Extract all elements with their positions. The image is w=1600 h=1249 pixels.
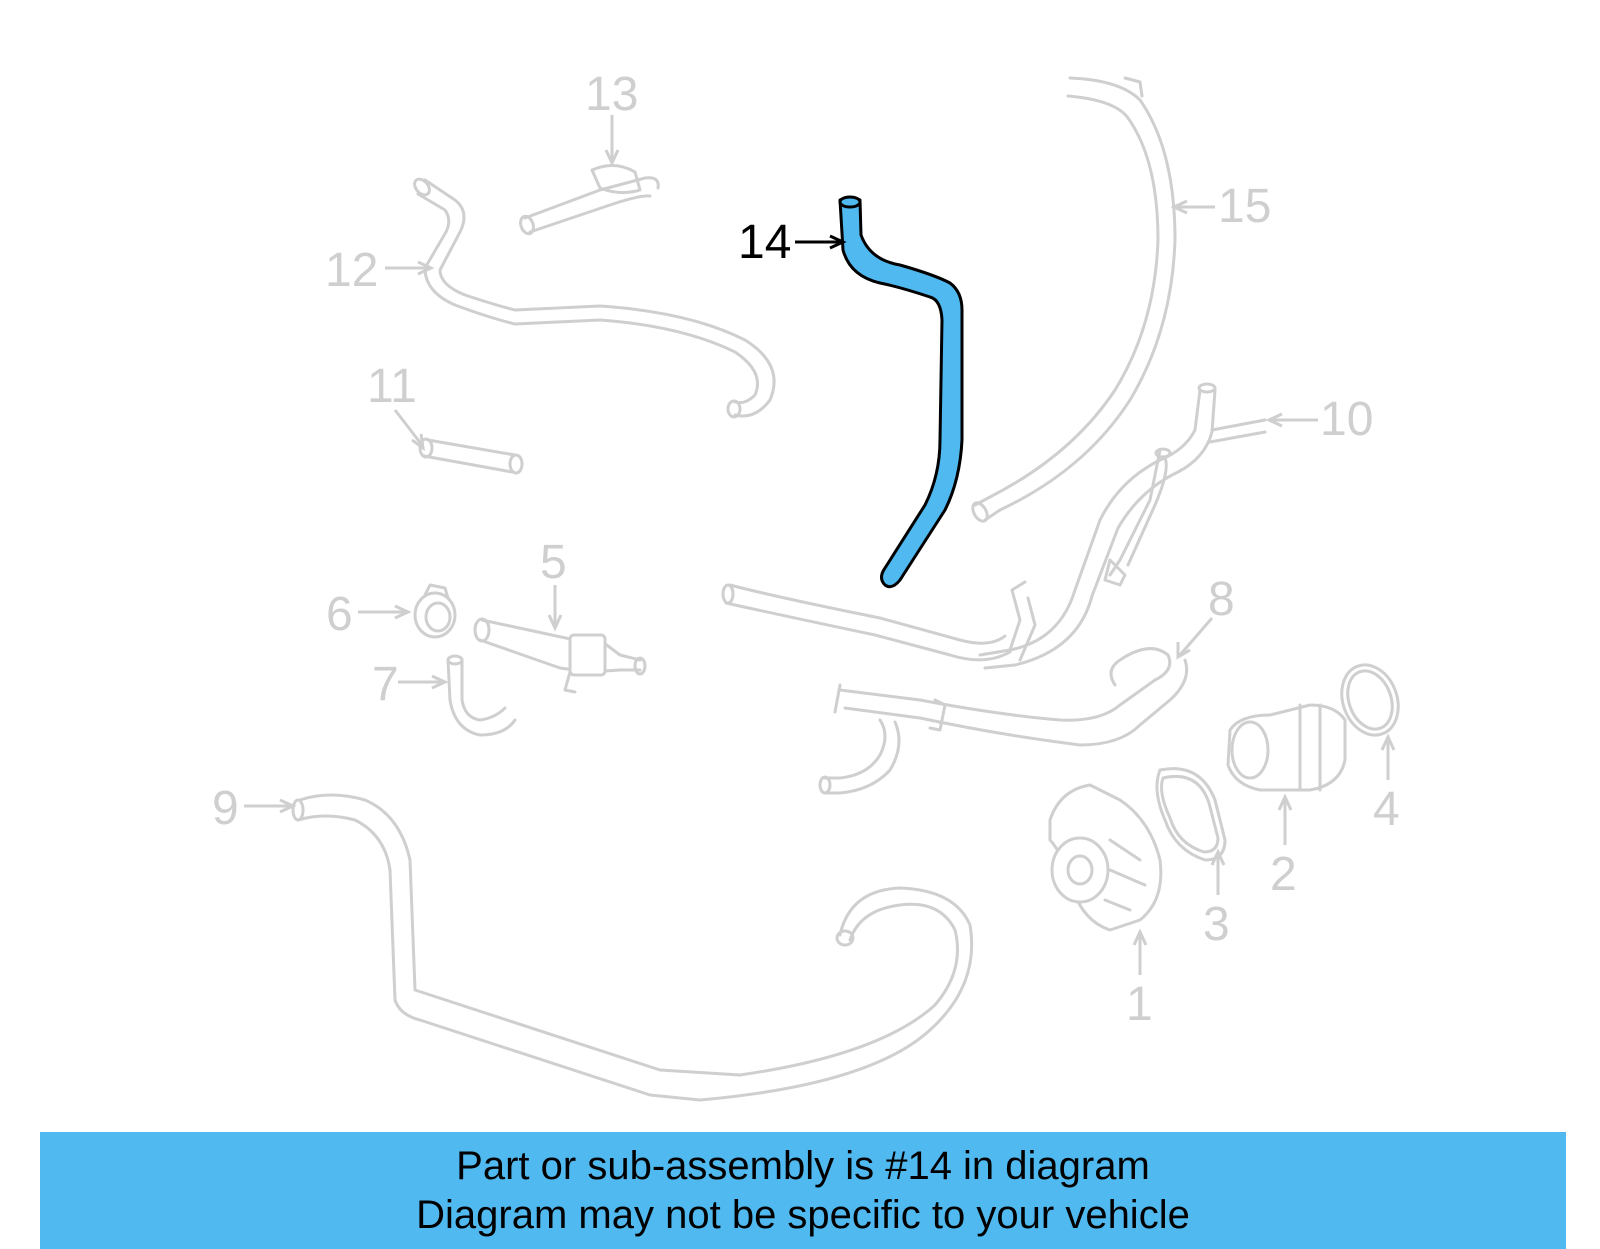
callout-14: 14: [738, 216, 847, 269]
part-13-hose[interactable]: [518, 164, 660, 236]
part-11-hose[interactable]: [418, 437, 524, 475]
label-14: 14: [738, 216, 791, 269]
info-banner: Part or sub-assembly is #14 in diagram D…: [40, 1132, 1566, 1249]
part-10-pipe[interactable]: [978, 382, 1267, 670]
label-1: 1: [1126, 978, 1153, 1031]
label-8: 8: [1208, 573, 1235, 626]
callout-13: 13: [585, 68, 638, 167]
banner-line-1: Part or sub-assembly is #14 in diagram: [456, 1144, 1150, 1188]
callout-4: 4: [1373, 733, 1400, 836]
callout-9: 9: [212, 782, 297, 835]
callout-12: 12: [325, 244, 435, 297]
callout-5: 5: [540, 536, 567, 632]
label-10: 10: [1320, 393, 1373, 446]
callout-6: 6: [326, 588, 412, 641]
label-9: 9: [212, 782, 239, 835]
part-5-valve[interactable]: [473, 617, 647, 694]
callout-1: 1: [1126, 928, 1153, 1031]
label-7: 7: [372, 658, 399, 711]
part-15-hose[interactable]: [970, 76, 1177, 524]
callout-8: 8: [1176, 573, 1235, 660]
part-8-hose[interactable]: [721, 580, 1189, 795]
banner-line-2: Diagram may not be specific to your vehi…: [416, 1193, 1190, 1237]
part-2-housing[interactable]: [1226, 703, 1347, 792]
part-6-clamp[interactable]: [413, 583, 457, 639]
callout-2: 2: [1270, 793, 1297, 901]
label-5: 5: [540, 536, 567, 589]
label-11: 11: [367, 360, 417, 413]
part-14-hose-highlighted[interactable]: [838, 195, 964, 589]
part-1-water-pump[interactable]: [1048, 783, 1163, 932]
parts-diagram: 1 2 3 4 5 6 7 8 9 10: [212, 68, 1407, 1102]
label-4: 4: [1373, 783, 1400, 836]
label-2: 2: [1270, 848, 1297, 901]
label-6: 6: [326, 588, 353, 641]
part-3-gasket[interactable]: [1155, 767, 1227, 862]
callout-10: 10: [1265, 393, 1373, 446]
part-7-hose[interactable]: [446, 654, 517, 737]
label-15: 15: [1218, 180, 1271, 233]
part-9-hose[interactable]: [291, 793, 974, 1102]
callout-3: 3: [1203, 848, 1230, 951]
label-3: 3: [1203, 898, 1230, 951]
part-4-seal[interactable]: [1332, 657, 1407, 743]
callout-15: 15: [1170, 180, 1271, 233]
label-12: 12: [325, 244, 378, 297]
callout-7: 7: [372, 658, 449, 711]
label-13: 13: [585, 68, 638, 121]
part-12-hose[interactable]: [412, 176, 776, 419]
callout-11: 11: [367, 360, 425, 452]
